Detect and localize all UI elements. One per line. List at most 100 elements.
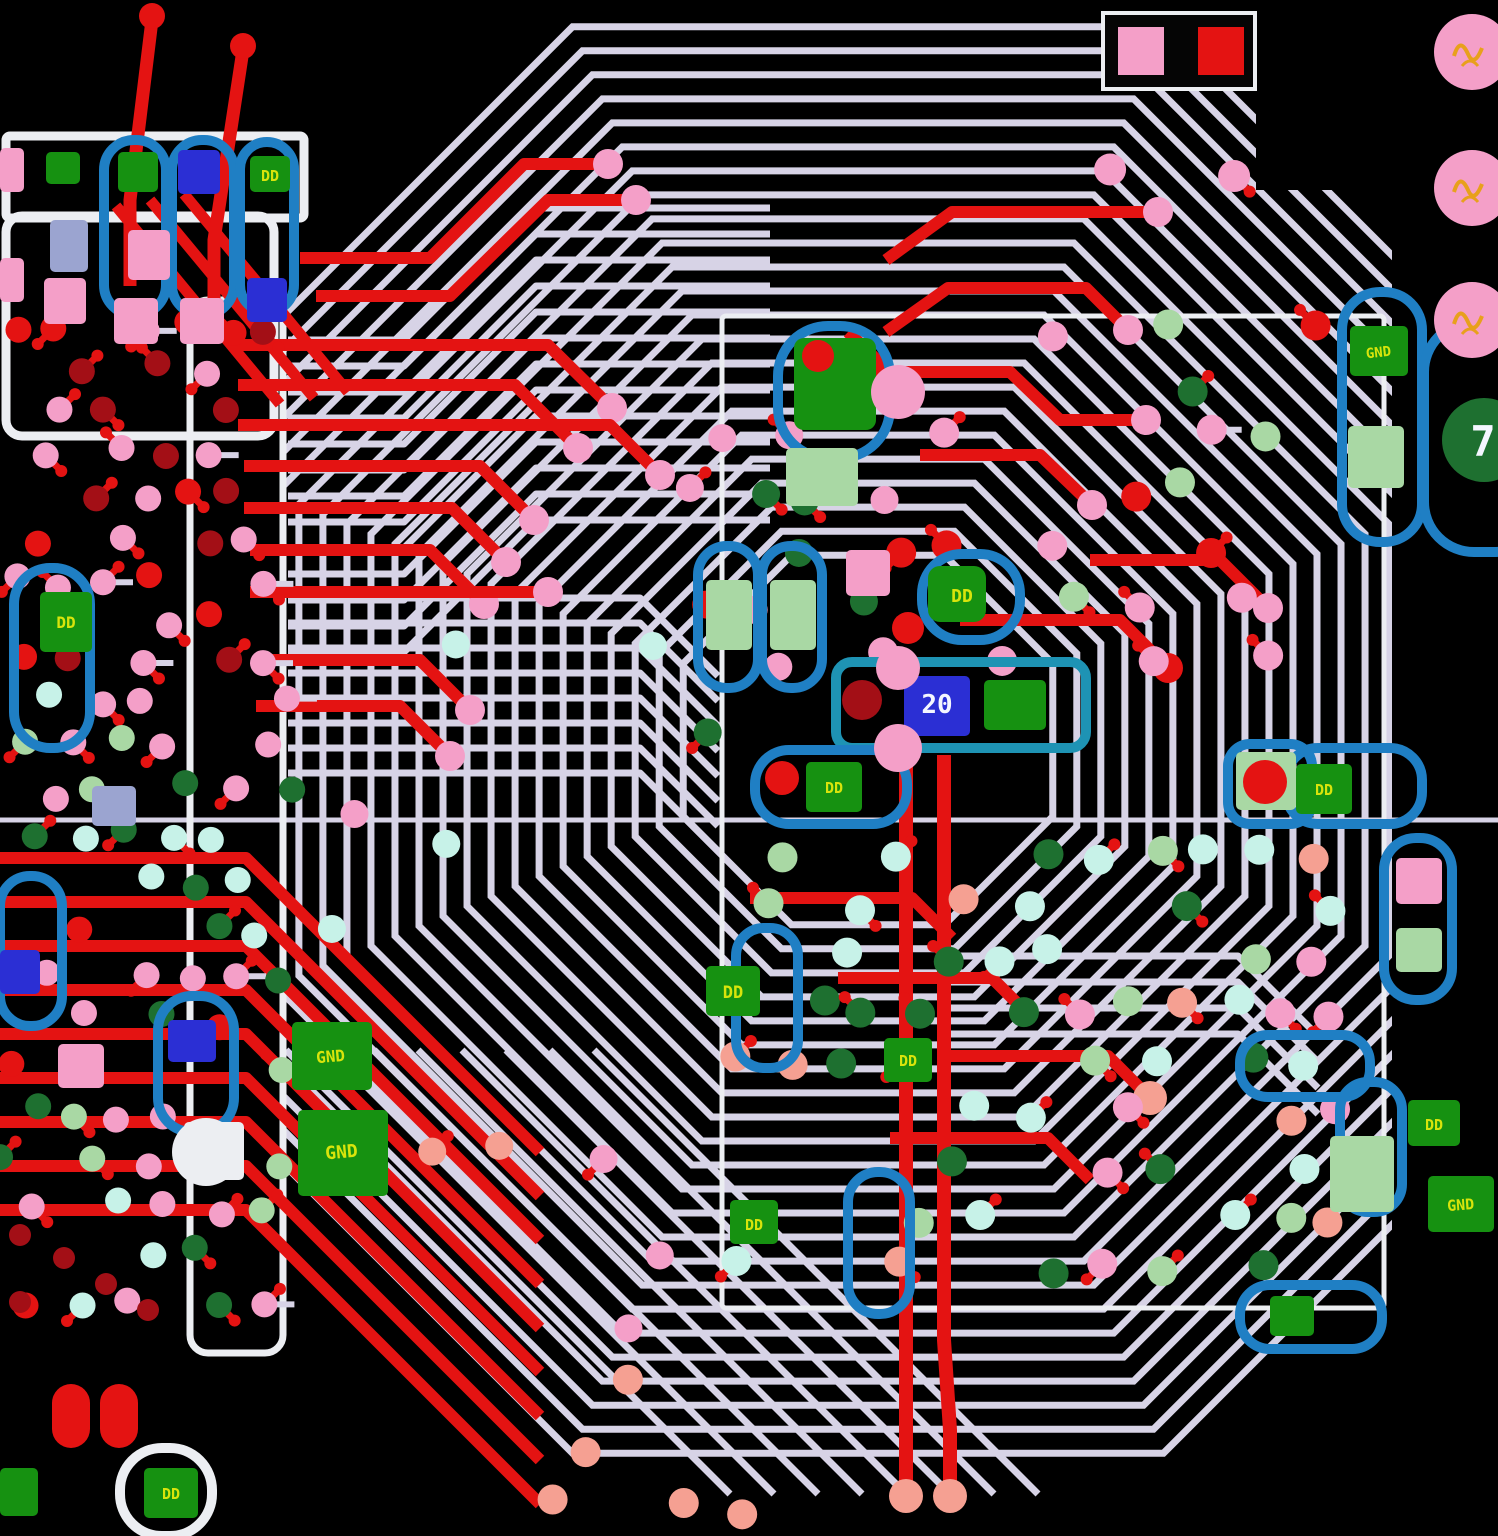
net-label: GND [315, 1046, 345, 1067]
via [60, 1103, 87, 1130]
dogbone-pad [99, 426, 112, 439]
dogbone-pad [744, 1034, 757, 1047]
dogbone-pad [1243, 185, 1256, 198]
net-label: GND [1447, 1195, 1475, 1215]
via [182, 874, 209, 901]
pad [806, 762, 862, 812]
dogbone-pad [55, 464, 68, 477]
red-trace [882, 282, 1133, 337]
via [570, 1437, 601, 1468]
via [1038, 1258, 1069, 1289]
via [175, 478, 202, 505]
via [250, 570, 277, 597]
dogbone-pad [1246, 633, 1259, 646]
via [1289, 1153, 1320, 1184]
via [668, 1487, 699, 1518]
pad [1396, 928, 1442, 972]
trace-end-via [645, 460, 675, 490]
via [0, 1050, 25, 1077]
via [213, 477, 240, 504]
via [1226, 582, 1257, 613]
dogbone-pad [228, 1314, 241, 1327]
trace-end-via [435, 741, 465, 771]
trace-end-via [563, 433, 593, 463]
via [929, 417, 960, 448]
dogbone-pad [271, 1188, 284, 1201]
dogbone-pad [1083, 606, 1096, 619]
pad-circle [139, 3, 165, 29]
via [809, 985, 840, 1016]
dogbone-pad [41, 1216, 54, 1229]
component-outline [9, 563, 95, 753]
via [1187, 834, 1218, 865]
trace-end-via [1113, 315, 1143, 345]
via [195, 442, 222, 469]
component-outline [0, 871, 67, 1031]
via [248, 1197, 275, 1224]
dogbone-pad [253, 549, 266, 562]
via [149, 733, 176, 760]
signal-trace [459, 1047, 909, 1497]
pad [46, 152, 80, 184]
via [138, 863, 165, 890]
silkscreen-squiggle [1452, 179, 1484, 198]
via [206, 913, 233, 940]
trace-end-via [455, 695, 485, 725]
via [1313, 1001, 1344, 1032]
via [1298, 843, 1329, 874]
trace-end-via [1131, 405, 1161, 435]
trace-end-via [1077, 490, 1107, 520]
trace-end-via [519, 505, 549, 535]
via [161, 824, 188, 851]
dogbone-pad [1040, 1096, 1053, 1109]
silkscreen-squiggle [1460, 327, 1480, 335]
red-trace [256, 700, 455, 761]
dogbone-pad [0, 585, 8, 598]
dogbone-pad [953, 411, 966, 424]
via [1124, 592, 1155, 623]
standalone-pads-and-vias [9, 3, 1287, 1321]
via [612, 1364, 643, 1395]
pad [180, 298, 224, 344]
pad-circle [871, 365, 925, 419]
via [216, 646, 243, 673]
dogbone-pad [44, 814, 57, 827]
dogbone-pad [1220, 531, 1233, 544]
signal-trace [288, 230, 770, 370]
via [693, 718, 722, 747]
dogbone-pad [1118, 585, 1131, 598]
pad [44, 278, 86, 324]
via [196, 601, 223, 628]
pad [846, 550, 890, 596]
signal-trace [940, 1030, 1321, 1117]
via [1087, 1248, 1118, 1279]
via [208, 1201, 235, 1228]
via [24, 530, 51, 557]
via [130, 649, 157, 676]
region-outline [719, 313, 1387, 1311]
red-trace [870, 366, 1146, 426]
pad-circle [1243, 760, 1287, 804]
pad [706, 580, 752, 650]
via [1300, 310, 1331, 341]
via [18, 1193, 45, 1220]
dogbone-pad [1108, 838, 1121, 851]
via [826, 1048, 857, 1079]
via [721, 1245, 752, 1276]
via [133, 962, 160, 989]
via [965, 1200, 996, 1231]
dogbone-pad [245, 954, 258, 967]
pad [58, 1044, 104, 1088]
dogbone-pad [183, 847, 196, 860]
net-label: 7 [1470, 417, 1495, 466]
pad [1348, 426, 1404, 488]
component-outline [843, 1167, 915, 1319]
via [69, 1292, 96, 1319]
dogbone-pad [989, 1193, 1002, 1206]
via [418, 1137, 447, 1166]
via [70, 1000, 97, 1027]
signal-trace [288, 308, 770, 448]
dogbone-pad [185, 383, 198, 396]
